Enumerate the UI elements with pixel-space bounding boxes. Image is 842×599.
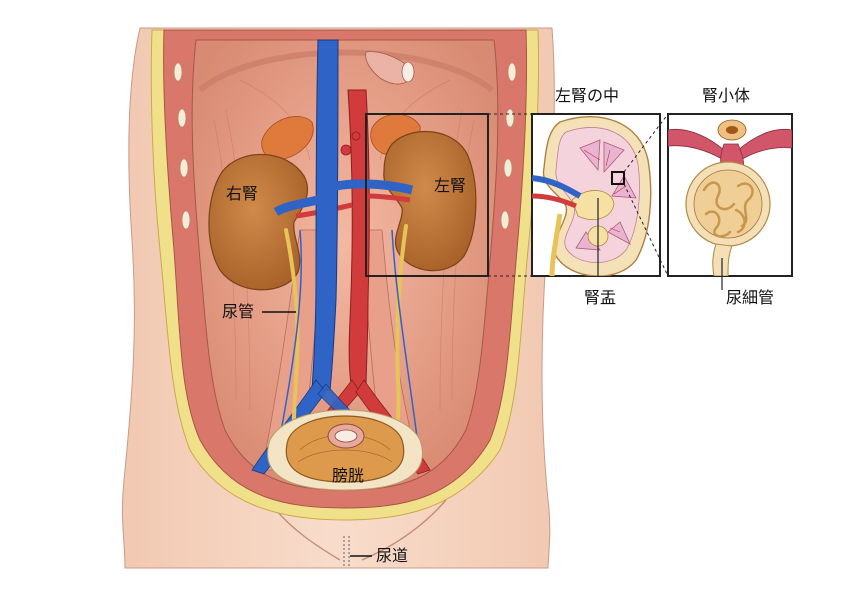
glomerulus-loops	[702, 181, 754, 238]
renal-pelvis-shape	[571, 190, 615, 220]
urethra-line	[343, 536, 350, 566]
renal-vein-right	[273, 195, 319, 216]
left-kidney	[383, 131, 477, 272]
urethra-label: 尿道	[376, 546, 409, 565]
kidney-inside-title: 左腎の中	[555, 86, 620, 105]
esophagus-stub	[365, 51, 415, 85]
rib-markings	[173, 62, 517, 230]
right-kidney	[208, 153, 309, 291]
right-kidney-label: 右腎	[226, 184, 259, 203]
corpuscle-title: 腎小体	[702, 86, 751, 105]
zoom-box-left-kidney	[365, 113, 489, 277]
ureter-label: 尿管	[222, 302, 255, 321]
renal-vein-left	[335, 179, 414, 195]
renal-artery-left	[365, 193, 411, 203]
bladder-label: 膀胱	[332, 466, 365, 485]
diaphragm	[198, 49, 494, 93]
left-kidney-label: 左腎	[434, 176, 467, 195]
renal-pelvis-label: 腎盂	[584, 288, 617, 307]
renal-tubule-label: 尿細管	[726, 288, 775, 307]
bladder	[285, 415, 405, 483]
kidney-cross-section	[532, 115, 652, 276]
esophagus-lumen	[401, 61, 415, 83]
